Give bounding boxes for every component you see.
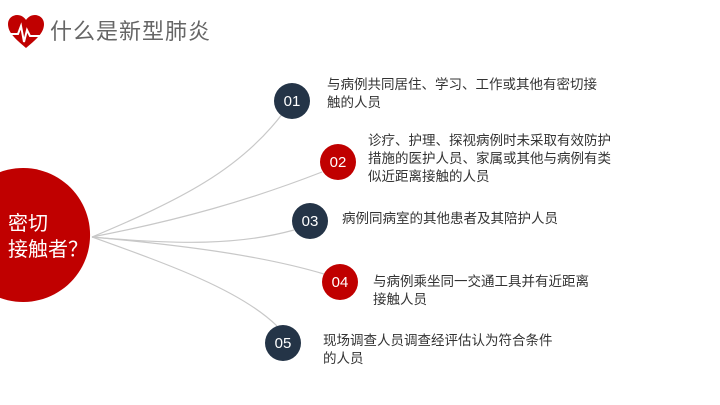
center-label-line: 接触者？ bbox=[8, 237, 88, 261]
item-text-02: 诊疗、护理、探视病例时未采取有效防护措施的医护人员、家属或其他与病例有类似近距离… bbox=[368, 132, 611, 186]
text-line: 现场调查人员调查经评估认为符合条件 bbox=[323, 333, 553, 349]
item-number-04: 04 bbox=[322, 264, 358, 300]
item-number-02: 02 bbox=[320, 144, 356, 180]
text-line: 措施的医护人员、家属或其他与病例有类 bbox=[368, 151, 611, 167]
text-line: 的人员 bbox=[323, 351, 364, 367]
text-line: 与病例乘坐同一交通工具并有近距离 bbox=[373, 274, 589, 290]
center-label-line: 密切 bbox=[8, 211, 48, 235]
item-text-01: 与病例共同居住、学习、工作或其他有密切接触的人员 bbox=[327, 76, 597, 112]
connector-line bbox=[91, 236, 278, 327]
text-line: 诊疗、护理、探视病例时未采取有效防护 bbox=[368, 133, 611, 149]
text-line: 似近距离接触的人员 bbox=[368, 169, 490, 185]
connector-line bbox=[91, 171, 323, 238]
item-number-05: 05 bbox=[265, 325, 301, 361]
center-circle bbox=[0, 168, 91, 302]
text-line: 与病例共同居住、学习、工作或其他有密切接 bbox=[327, 77, 597, 93]
page-title: 什么是新型肺炎 bbox=[50, 20, 212, 45]
item-text-03: 病例同病室的其他患者及其陪护人员 bbox=[342, 210, 558, 228]
connector-line bbox=[91, 236, 325, 275]
item-number-03: 03 bbox=[292, 203, 328, 239]
text-line: 病例同病室的其他患者及其陪护人员 bbox=[342, 211, 558, 227]
item-number-01: 01 bbox=[274, 83, 310, 119]
text-line: 接触人员 bbox=[373, 292, 427, 308]
connector-line bbox=[91, 112, 284, 238]
heart-pulse-icon bbox=[6, 15, 46, 48]
center-label: 密切 接触者？ bbox=[8, 210, 88, 262]
text-line: 触的人员 bbox=[327, 95, 381, 111]
item-text-05: 现场调查人员调查经评估认为符合条件的人员 bbox=[323, 332, 553, 368]
item-text-04: 与病例乘坐同一交通工具并有近距离接触人员 bbox=[373, 273, 589, 309]
